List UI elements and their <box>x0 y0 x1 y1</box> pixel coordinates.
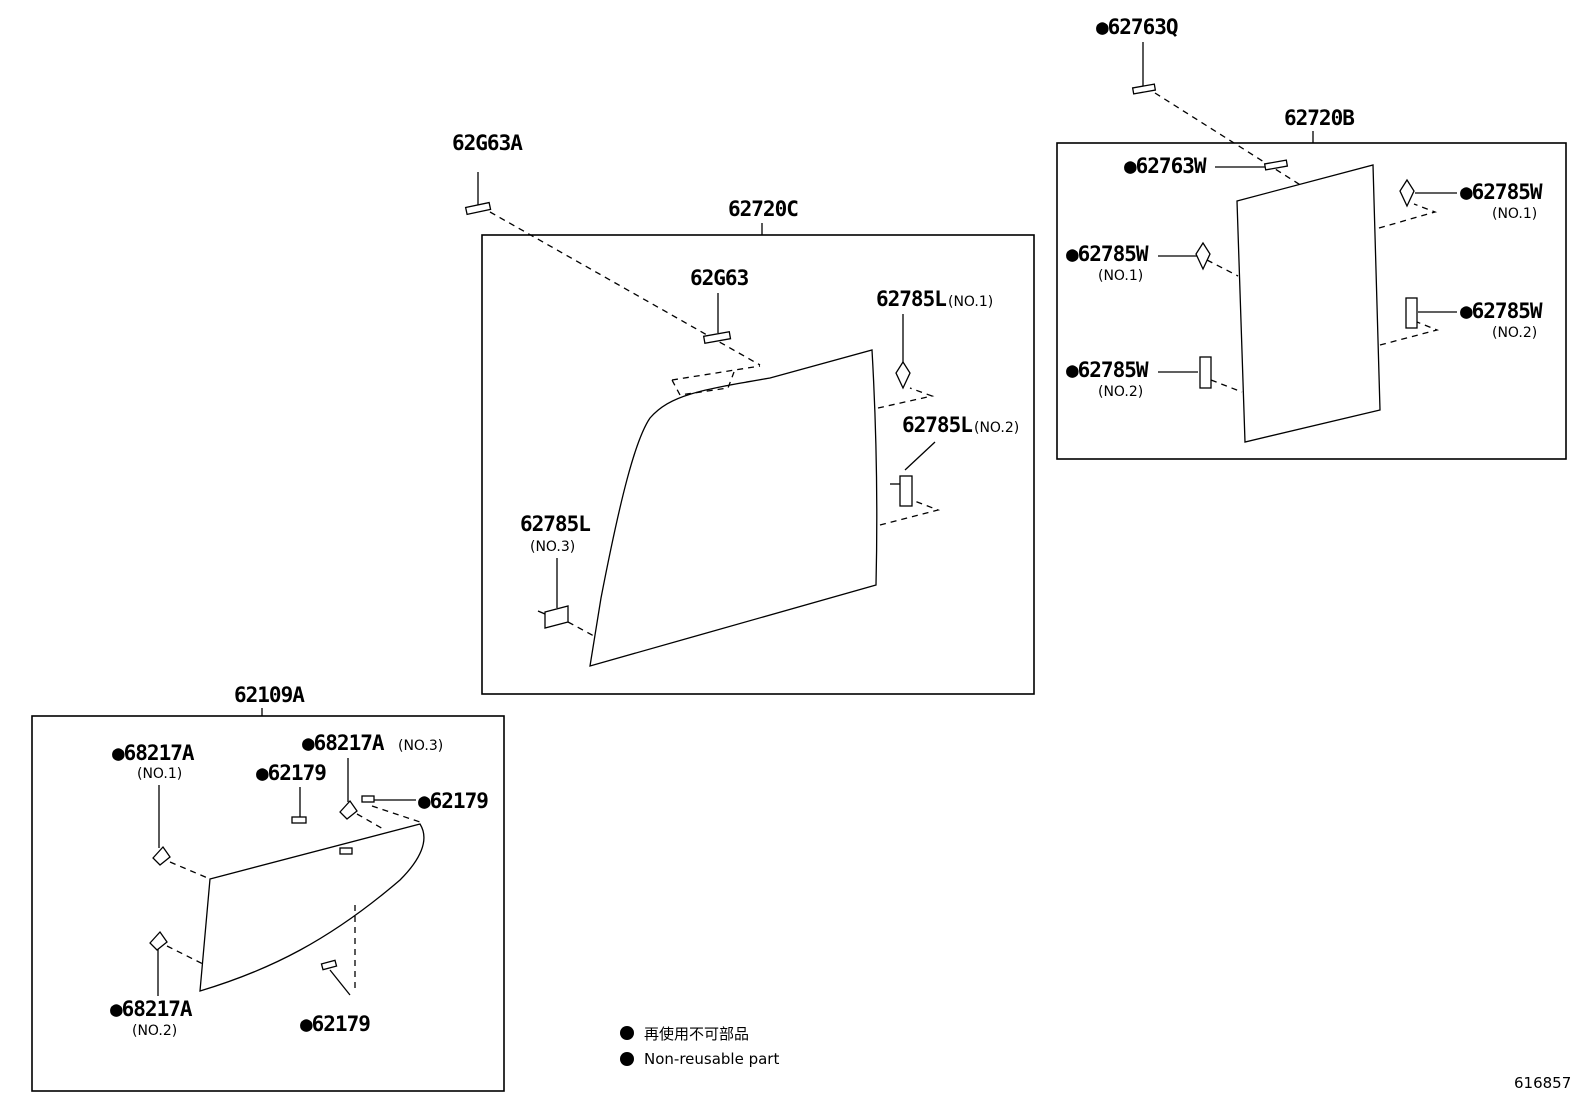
weatherstrip-panel <box>199 823 425 992</box>
part-label-62179-right: ●62179 <box>418 789 488 813</box>
part-label-62785W-right-no1: ●62785W <box>1460 180 1543 204</box>
part-label-62763W: ●62763W <box>1124 154 1207 178</box>
part-sublabel: (NO.2) <box>1098 384 1143 400</box>
part-sublabel: (NO.1) <box>1098 268 1143 284</box>
part-label-62785L-no3: 62785L <box>520 512 590 536</box>
part-label-68217A-no2: ●68217A <box>110 997 193 1021</box>
molding-clip <box>464 201 492 216</box>
molding-part <box>1263 159 1289 171</box>
panel-slot <box>339 847 353 855</box>
legend-bullet-icon <box>620 1026 634 1040</box>
dashed-guide <box>1378 203 1438 229</box>
dashed-guide <box>1206 259 1239 277</box>
dashed-guide <box>567 621 595 637</box>
leader-line <box>904 441 936 471</box>
group-label-62720C: 62720C <box>728 197 798 221</box>
dashed-guide <box>1379 321 1440 346</box>
dashed-guide <box>1210 379 1243 393</box>
dashed-guide <box>671 365 761 396</box>
quarter-glass-panel <box>589 349 878 667</box>
part-label-68217A-no1: ●68217A <box>112 741 195 765</box>
leader-line <box>329 969 351 996</box>
clip-part <box>149 930 168 951</box>
clip-part <box>320 959 338 971</box>
side-glass-panel <box>1236 164 1381 443</box>
clip-tab <box>537 610 546 615</box>
part-sublabel: (NO.1) <box>137 766 182 782</box>
part-label-62G63A: 62G63A <box>452 131 523 155</box>
clip-part <box>1399 178 1415 208</box>
clip-part <box>1195 241 1211 271</box>
dashed-guide <box>371 805 421 823</box>
part-label-62785L-no2: 62785L <box>902 413 972 437</box>
dashed-guide <box>166 945 204 965</box>
part-label-62785W-right-no2: ●62785W <box>1460 299 1543 323</box>
clip-part <box>339 799 358 820</box>
part-label-62179-bottom: ●62179 <box>300 1012 370 1036</box>
group-label-62109A: 62109A <box>234 683 305 707</box>
clip-part <box>152 845 171 866</box>
part-label-62763Q: ●62763Q <box>1096 15 1178 39</box>
part-sublabel: (NO.2) <box>1492 325 1537 341</box>
clip-part <box>291 816 307 824</box>
legend-bullet-icon <box>620 1052 634 1066</box>
dashed-guide <box>356 813 386 831</box>
part-label-68217A-no3: ●68217A <box>302 731 385 755</box>
molding-part <box>702 331 732 344</box>
legend-en: Non-reusable part <box>644 1050 779 1068</box>
dashed-guide <box>877 387 935 409</box>
part-sublabel-no1: (NO.1) <box>948 294 993 310</box>
part-label-62785L-no1: 62785L <box>876 287 946 311</box>
legend-jp: 再使用不可部品 <box>644 1025 749 1043</box>
part-sublabel: (NO.1) <box>1492 206 1537 222</box>
clip-part <box>1199 356 1212 389</box>
part-sublabel: (NO.3) <box>398 738 443 754</box>
dashed-guide <box>1154 92 1303 187</box>
clip-part <box>895 360 911 390</box>
part-label-62179-top: ●62179 <box>256 761 326 785</box>
molding-clip <box>1131 83 1157 95</box>
part-label-62785W-left-no2: ●62785W <box>1066 358 1149 382</box>
group-label-62720B: 62720B <box>1284 106 1354 130</box>
group-box-62109A <box>31 715 505 1092</box>
dashed-guide <box>169 861 211 880</box>
part-sublabel-no3: (NO.3) <box>530 539 575 555</box>
part-sublabel: (NO.2) <box>132 1023 177 1039</box>
part-sublabel-no2: (NO.2) <box>974 420 1019 436</box>
clip-part <box>899 475 913 507</box>
group-box-62720B <box>1056 142 1567 460</box>
group-box-62720C <box>481 234 1035 695</box>
clip-part <box>544 605 569 629</box>
clip-part <box>361 795 375 803</box>
part-label-62G63: 62G63 <box>690 266 749 290</box>
diagram-id: 616857 <box>1514 1074 1571 1092</box>
part-label-62785W-left-no1: ●62785W <box>1066 242 1149 266</box>
clip-part <box>1405 297 1418 329</box>
dashed-guide <box>879 499 941 526</box>
